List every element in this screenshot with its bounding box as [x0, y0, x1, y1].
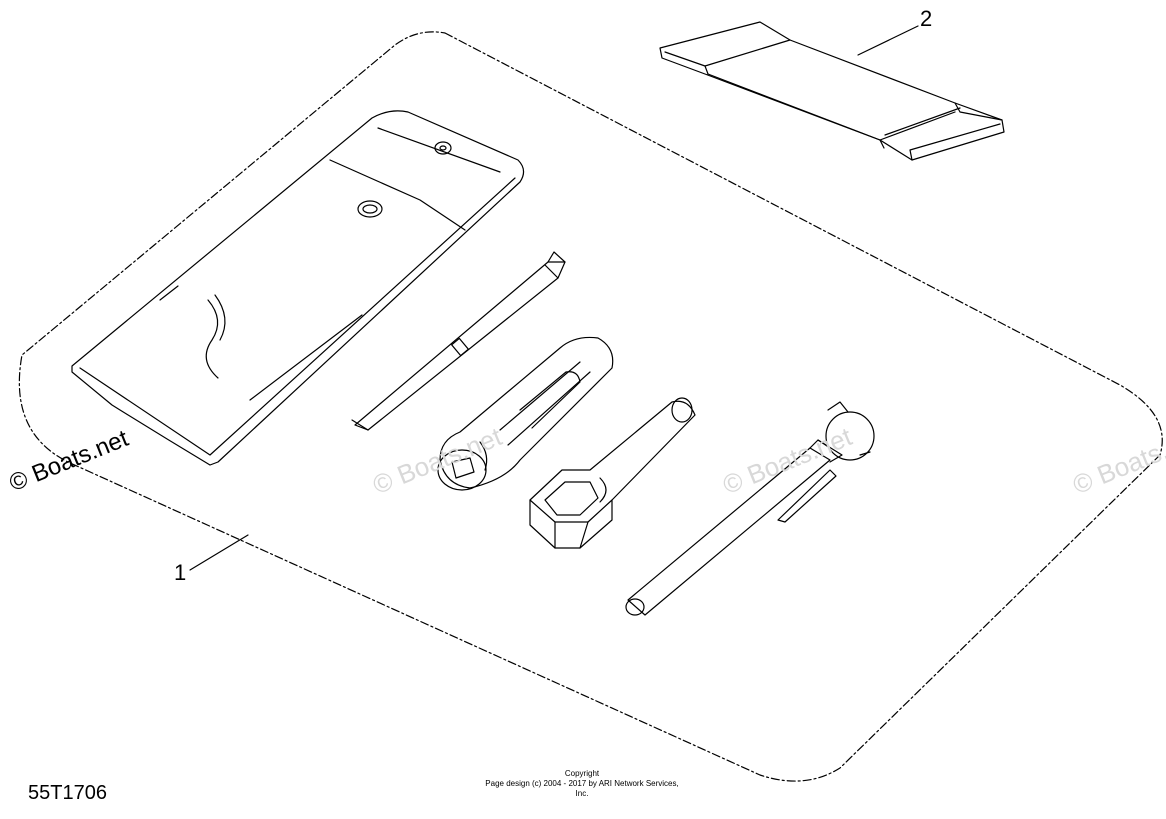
tool-bag-outline — [18, 31, 1163, 782]
callout-leader-1 — [189, 534, 249, 571]
box-wrench — [437, 336, 614, 491]
callout-number-2: 2 — [920, 6, 933, 31]
snap-button-lower — [357, 200, 383, 218]
copyright-line1: Copyright — [564, 769, 600, 778]
snap-button-upper — [434, 141, 452, 155]
pressure-gauge — [625, 401, 875, 616]
copyright-line2: Page design (c) 2004 - 2017 by ARI Netwo… — [485, 779, 679, 798]
tool-wrap-strap — [659, 21, 1005, 161]
spark-plug-socket — [529, 397, 696, 549]
screwdriver — [351, 251, 566, 431]
copyright-notice: Copyright Page design (c) 2004 - 2017 by… — [482, 769, 682, 799]
tool-pouch — [71, 110, 525, 466]
diagram-id: 55T1706 — [28, 782, 107, 804]
callout-number-1: 1 — [174, 560, 187, 585]
callout-leader-2 — [857, 25, 919, 56]
